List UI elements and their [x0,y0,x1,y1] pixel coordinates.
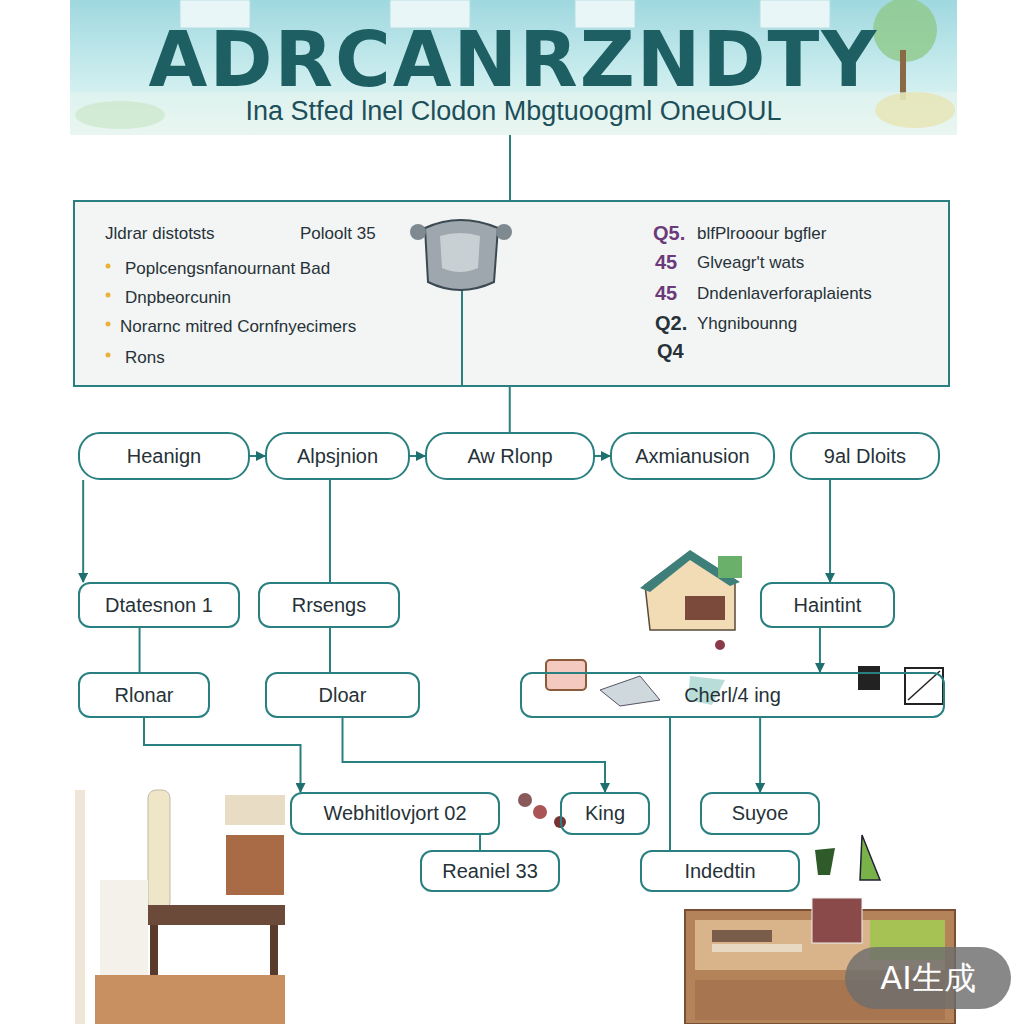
panel-text: Norarnc mitred Cornfnyecimers [120,317,356,337]
panel-text: Poplcengsnfanournant Bad [125,259,330,279]
bullet-marks [106,264,111,358]
process-pill: Heanign [78,432,250,480]
connector [829,480,831,582]
panel-text: Dndenlaverforaplaients [697,284,872,304]
process-box: Suyoe [700,792,820,835]
desk-icons [518,660,943,880]
connector [410,455,425,457]
connector [329,628,331,672]
connector [595,455,610,457]
callout-number: Q2. [655,312,687,335]
node-label: Dloar [319,684,367,707]
panel-text: Dnpbeorcunin [125,288,231,308]
panel-text: Yhgnibounng [697,314,797,334]
process-pill: Alpsjnion [265,432,410,480]
process-box: Rrsengs [258,582,400,628]
process-box: Dloar [265,672,420,718]
process-box: Dtatesnon 1 [78,582,240,628]
house-icon [640,550,742,650]
connector [139,628,141,672]
subtitle: Ina Stfed lnel Clodon Mbgtuoogml OneuOUL [70,96,957,127]
process-box: King [560,792,650,835]
process-box: Haintint [760,582,895,628]
panel-text: Poloolt 35 [300,224,376,244]
node-label: 9al Dloits [824,445,906,468]
process-pill: Aw Rlonp [425,432,595,480]
node-label: Dtatesnon 1 [105,594,213,617]
desk-illustration [75,790,285,1024]
callout-number: Q4 [657,340,684,363]
process-box: Cherl/4 ing [520,672,945,718]
info-panel: Jldrar distotsts Poloolt 35 Poplcengsnfano… [73,200,950,387]
title-connector [509,135,511,200]
panel-fill [73,200,950,387]
panel-text: blfPlrooour bgfler [697,224,826,244]
process-box: Webhitlovjort 02 [290,792,500,835]
process-box: Indedtin [640,850,800,892]
title-banner [70,0,957,135]
connector [343,718,606,792]
callout-number: Q5. [653,222,685,245]
node-label: Rrsengs [292,594,366,617]
node-label: Alpsjnion [297,445,378,468]
panel-text: Glveagr't wats [697,253,804,273]
watermark: AI生成 [845,947,1011,1009]
process-pill: Axmianusion [610,432,775,480]
node-label: Heanign [127,445,202,468]
node-label: Webhitlovjort 02 [323,802,466,825]
node-label: Rlonar [115,684,174,707]
connector [819,628,821,672]
panel-divider [461,290,463,387]
connector [250,455,265,457]
node-label: Cherl/4 ing [684,684,781,707]
process-box: Rlonar [78,672,210,718]
process-box: Reaniel 33 [420,850,560,892]
connector [479,835,481,850]
panel-text: Jldrar distotsts [105,224,215,244]
connector [669,718,671,850]
process-pill: 9al Dloits [790,432,940,480]
node-label: Axmianusion [635,445,750,468]
node-label: Aw Rlonp [467,445,552,468]
node-label: Suyoe [732,802,789,825]
callout-number: 45 [655,282,677,305]
connector [759,718,761,792]
node-label: Haintint [794,594,862,617]
connector [509,387,511,432]
connector [82,480,84,582]
callout-number: 45 [655,251,677,274]
node-label: Indedtin [684,860,755,883]
teapot-icon [410,220,512,290]
node-label: King [585,802,625,825]
panel-text: Rons [125,348,165,368]
connector [329,480,331,582]
diagram-title: ADRCANRZNDTY [70,20,957,100]
connector [144,718,301,792]
node-label: Reaniel 33 [442,860,538,883]
